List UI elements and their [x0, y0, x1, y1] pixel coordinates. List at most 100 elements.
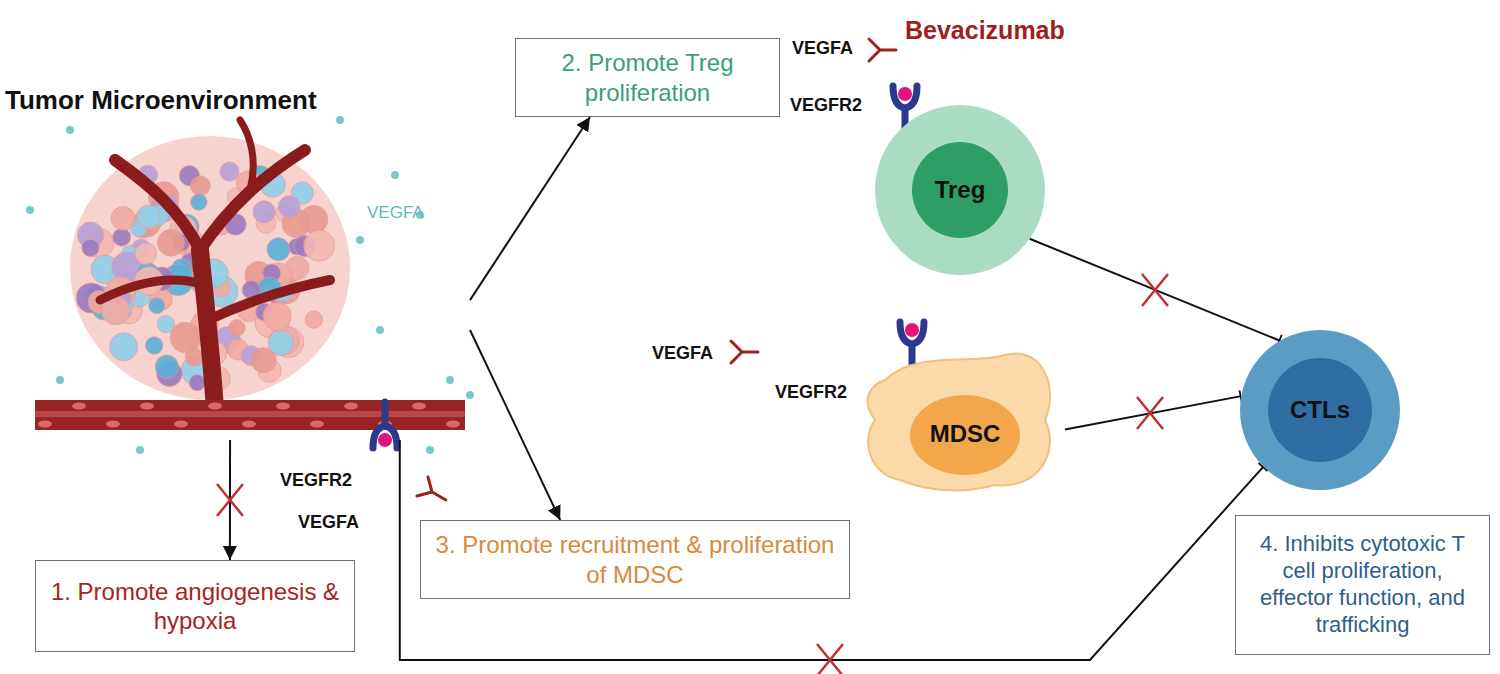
red-blood-cells [38, 403, 460, 428]
mdsc-body [868, 353, 1050, 490]
tumor-illustration [26, 116, 474, 454]
tumor-cell [305, 311, 322, 328]
vegfa-label: VEGFA [367, 203, 424, 223]
tumor-cell [82, 239, 99, 256]
tumor-region: Tumor MicroenvironmentVEGFA [5, 85, 470, 440]
tumor-cell [158, 229, 185, 256]
region-heading: Tumor Microenvironment [5, 85, 317, 116]
vegfa-dot [136, 446, 144, 454]
tumor-cell [111, 206, 135, 230]
red-blood-cell [412, 403, 426, 410]
vegfa-ligand [378, 433, 392, 447]
tumor-cell [113, 228, 131, 246]
box-text: 4. Inhibits cytotoxic T cell proliferati… [1246, 531, 1479, 638]
tumor-cell [137, 205, 160, 228]
cell-label: CTLs [1290, 396, 1350, 424]
molecule-label: VEGFA [792, 38, 853, 59]
vegfa-dot [336, 116, 344, 124]
blocked-cross [817, 644, 843, 674]
blocked-cross [1142, 274, 1168, 306]
box-text: 1. Promote angiogenesis & hypoxia [46, 577, 344, 636]
red-blood-cell [106, 421, 120, 428]
vegfa-dot [66, 126, 74, 134]
mdsc-cell: MDSC [855, 340, 1065, 500]
vessel-branch [100, 280, 205, 300]
receptor-shape [373, 402, 397, 448]
red-blood-cell [344, 403, 358, 410]
vegfr2-receptor [900, 322, 924, 366]
vessel-branch [240, 120, 253, 190]
blocked-mark [817, 644, 843, 674]
tumor-cell [278, 196, 300, 218]
red-blood-cell [310, 421, 324, 428]
drug-name: Bevacizumab [905, 16, 1065, 45]
antibody-shape [417, 477, 451, 510]
process-box: 1. Promote angiogenesis & hypoxia [35, 560, 355, 652]
inhibition-connector [1030, 239, 1280, 341]
vegfa-dot [26, 206, 34, 214]
vegfa-dot [446, 376, 454, 384]
vessel-branch [115, 160, 200, 250]
red-blood-cell [446, 421, 460, 428]
inhibition-connector [1065, 396, 1241, 429]
antibody-shape [869, 39, 896, 61]
process-box: 2. Promote Treg proliferation [515, 38, 780, 117]
antibody-shape [731, 341, 758, 363]
molecule-label: VEGFA [652, 343, 713, 364]
treg-cell: Treg [875, 105, 1045, 275]
antibody-symbol [869, 39, 896, 61]
molecule-label: VEGFA [298, 512, 359, 533]
molecule-label: VEGFR2 [280, 470, 352, 491]
arrow-connector [470, 117, 590, 300]
vegfa-dot [56, 376, 64, 384]
tumor-cell [190, 176, 210, 196]
antibody-symbol [417, 477, 451, 510]
ctl-cell: CTLs [1240, 330, 1400, 490]
blocked-cross [217, 484, 243, 516]
vegfa-dot [466, 391, 474, 399]
vessel-tree [100, 120, 330, 410]
red-blood-cell [38, 421, 52, 428]
blocked-cross [1137, 397, 1163, 429]
cell-label: MDSC [910, 420, 1020, 448]
red-blood-cell [276, 403, 290, 410]
tumor-cell [251, 348, 276, 373]
tumor-cell [155, 355, 178, 378]
process-box: 4. Inhibits cytotoxic T cell proliferati… [1235, 515, 1490, 655]
tumor-cell [191, 194, 207, 210]
blocked-mark [1142, 274, 1168, 306]
tumor-cell [220, 162, 239, 181]
vegfa-dot [426, 446, 434, 454]
blocked-mark [1137, 397, 1163, 429]
tumor-cell [263, 302, 291, 330]
red-blood-cell [174, 421, 188, 428]
blocked-mark [217, 484, 243, 516]
tumor-cell [170, 322, 200, 352]
antibody-symbol [731, 341, 758, 363]
molecule-label: VEGFR2 [790, 95, 862, 116]
receptor-shape [900, 322, 924, 366]
vegfa-ligand [898, 87, 912, 101]
tumor-cell [135, 243, 157, 265]
vegfa-dot [356, 236, 364, 244]
tumor-cell [189, 375, 205, 391]
vessel-lumen [35, 411, 465, 417]
tumor-cell [229, 320, 245, 336]
molecule-label: VEGFR2 [775, 382, 847, 403]
vessel-branch [208, 280, 330, 320]
vegfa-dot [391, 171, 399, 179]
tumor-cell [304, 230, 335, 261]
vegfa-dot [376, 326, 384, 334]
red-blood-cell [140, 403, 154, 410]
red-blood-cell [208, 403, 222, 410]
process-box: 3. Promote recruitment & proliferation o… [420, 520, 850, 599]
vegfa-dots [26, 116, 474, 454]
vegfa-ligand [905, 323, 919, 337]
tumor-cell [267, 238, 290, 261]
tumor-cell [110, 333, 138, 361]
arrow-connector [470, 330, 560, 520]
blood-vessel [35, 400, 465, 430]
vegfr2-receptor [373, 402, 397, 448]
box-text: 2. Promote Treg proliferation [526, 48, 769, 107]
